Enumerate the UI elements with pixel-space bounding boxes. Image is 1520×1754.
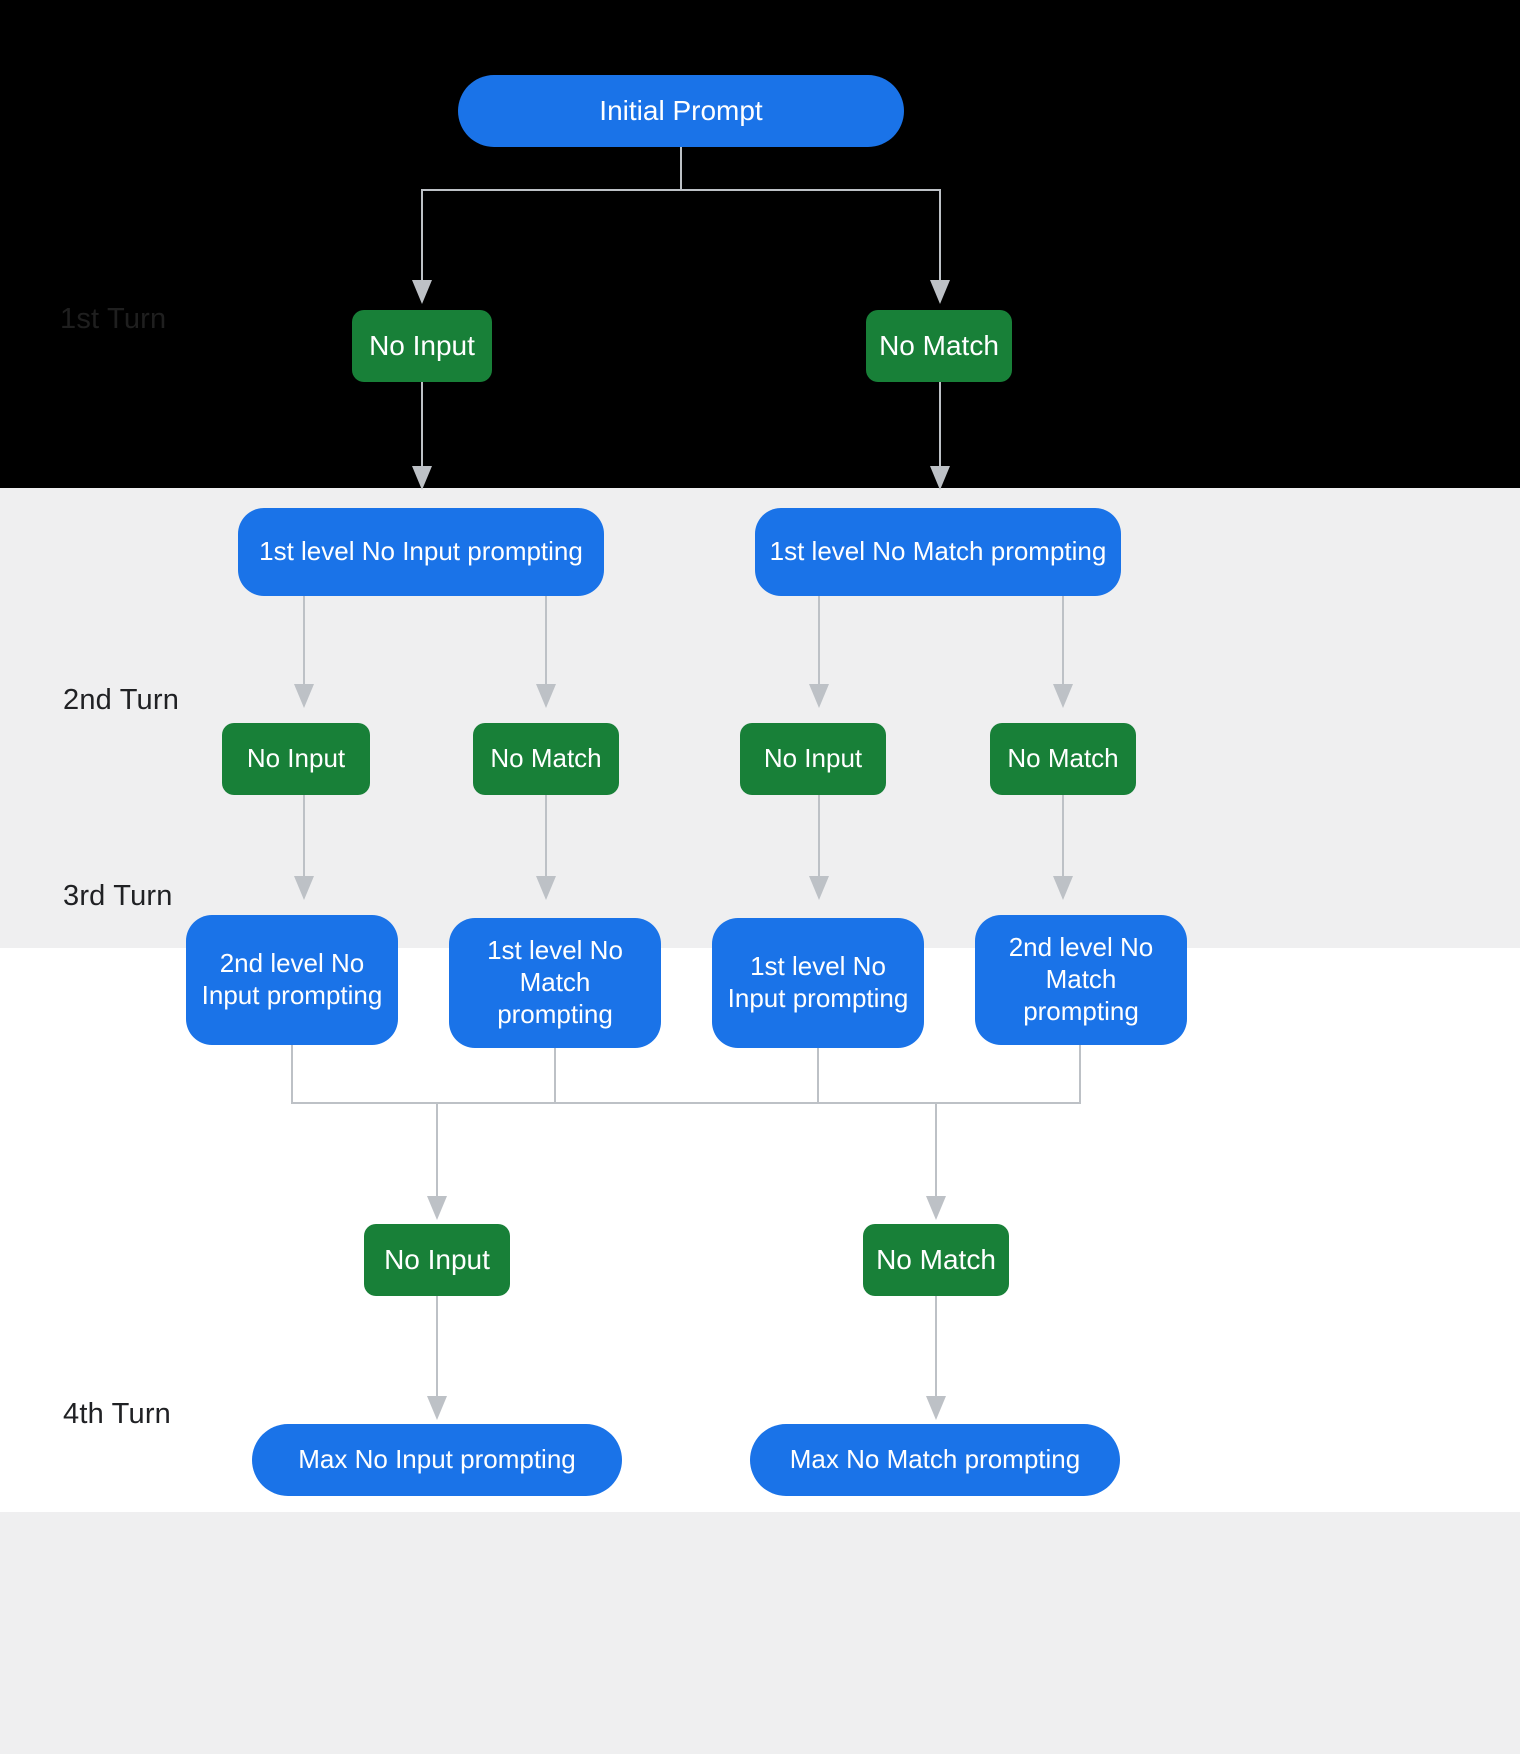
connector-initial-split — [421, 189, 941, 191]
connector-lvl1ni-to-nomatch — [545, 594, 547, 689]
arrowhead-to-2nd-level-no-input — [294, 876, 314, 900]
arrowhead-to-t2-no-match-a — [536, 684, 556, 708]
connector-t2nm-b-down — [1062, 793, 1064, 881]
node-t2-no-input-b[interactable]: No Input — [740, 723, 886, 795]
connector-merge-no-match — [554, 1102, 1080, 1104]
turn-label-4th: 4th Turn — [63, 1398, 171, 1430]
node-t2-no-input-a[interactable]: No Input — [222, 723, 370, 795]
arrowhead-to-t2-no-input-b — [809, 684, 829, 708]
connector-t3ni-down — [436, 1295, 438, 1400]
connector-t1-no-match-down — [939, 381, 941, 471]
node-t3-no-match[interactable]: No Match — [863, 1224, 1009, 1296]
node-t1-no-input[interactable]: No Input — [352, 310, 492, 382]
turn-label-2nd: 2nd Turn — [63, 684, 180, 716]
connector-t3nm-down — [935, 1295, 937, 1400]
connector-merge-no-input-drop — [436, 1102, 438, 1200]
node-t2-no-match-b[interactable]: No Match — [990, 723, 1136, 795]
node-t1-no-match[interactable]: No Match — [866, 310, 1012, 382]
connector-3rd-c-down — [817, 1042, 819, 1104]
turn-label-1st: 1st Turn — [60, 303, 167, 335]
arrowhead-to-max-no-match — [926, 1396, 946, 1420]
node-1st-level-no-match-prompting-3rd[interactable]: 1st level No Match prompting — [449, 918, 661, 1048]
arrowhead-to-1st-level-no-input-3rd — [809, 876, 829, 900]
connector-3rd-b-down — [554, 1042, 556, 1104]
node-t3-no-input[interactable]: No Input — [364, 1224, 510, 1296]
connector-merge-no-match-drop — [935, 1102, 937, 1200]
node-2nd-level-no-input-prompting[interactable]: 2nd level No Input prompting — [186, 915, 398, 1045]
connector-initial-down — [680, 145, 682, 190]
arrowhead-to-t2-no-match-b — [1053, 684, 1073, 708]
arrowhead-to-t1-no-match — [930, 280, 950, 304]
connector-initial-left-drop — [421, 189, 423, 284]
connector-lvl1nm-to-nomatch — [1062, 594, 1064, 689]
node-max-no-input-prompting[interactable]: Max No Input prompting — [252, 1424, 622, 1496]
arrowhead-to-2nd-level-no-match — [1053, 876, 1073, 900]
node-1st-level-no-match-prompting[interactable]: 1st level No Match prompting — [755, 508, 1121, 596]
arrowhead-to-t3-no-input — [427, 1196, 447, 1220]
band-turn-4 — [0, 1512, 1520, 1754]
connector-3rd-a-down — [291, 1042, 293, 1104]
arrowhead-to-1st-level-no-match-3rd — [536, 876, 556, 900]
connector-t2ni-a-down — [303, 793, 305, 881]
arrowhead-to-max-no-input — [427, 1396, 447, 1420]
node-t2-no-match-a[interactable]: No Match — [473, 723, 619, 795]
node-1st-level-no-input-prompting-3rd[interactable]: 1st level No Input prompting — [712, 918, 924, 1048]
turn-label-3rd: 3rd Turn — [63, 880, 173, 912]
arrowhead-to-1st-level-no-input — [412, 466, 432, 490]
connector-t1-no-input-down — [421, 381, 423, 471]
connector-t2ni-b-down — [818, 793, 820, 881]
band-turn-1 — [0, 0, 1520, 488]
node-2nd-level-no-match-prompting[interactable]: 2nd level No Match prompting — [975, 915, 1187, 1045]
connector-t2nm-a-down — [545, 793, 547, 881]
node-1st-level-no-input-prompting[interactable]: 1st level No Input prompting — [238, 508, 604, 596]
connector-3rd-d-down — [1079, 1042, 1081, 1104]
arrowhead-to-t1-no-input — [412, 280, 432, 304]
arrowhead-to-t3-no-match — [926, 1196, 946, 1220]
connector-lvl1ni-to-noinput — [303, 594, 305, 689]
node-max-no-match-prompting[interactable]: Max No Match prompting — [750, 1424, 1120, 1496]
connector-initial-right-drop — [939, 189, 941, 284]
connector-lvl1nm-to-noinput — [818, 594, 820, 689]
arrowhead-to-1st-level-no-match — [930, 466, 950, 490]
node-initial-prompt[interactable]: Initial Prompt — [458, 75, 904, 147]
arrowhead-to-t2-no-input-a — [294, 684, 314, 708]
